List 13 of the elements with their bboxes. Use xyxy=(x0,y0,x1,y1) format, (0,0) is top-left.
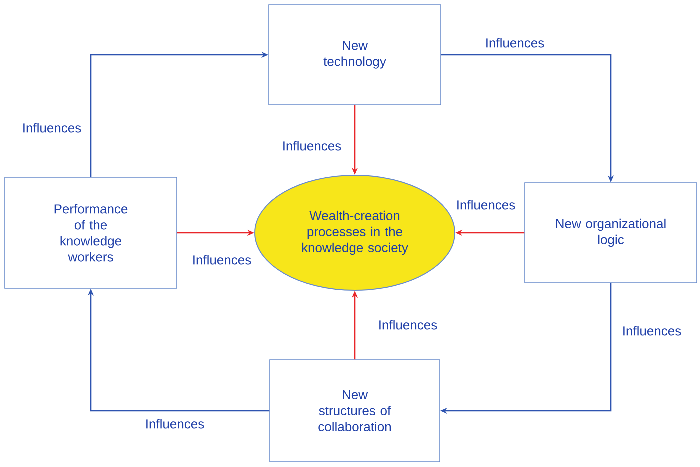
edge-label: Influences xyxy=(621,325,683,337)
process-box: New organizational logic xyxy=(524,182,698,284)
edge-label: Influences xyxy=(281,140,343,152)
edge-label: Influences xyxy=(21,122,83,134)
edge-label: Influences xyxy=(455,199,517,211)
edge-label: Influences xyxy=(484,37,546,49)
edge-label: Influences xyxy=(377,319,439,331)
edge-label: Influences xyxy=(144,418,206,430)
edge-label: Influences xyxy=(191,254,253,266)
ellipse-node: Wealth-creation processes in the knowledge society xyxy=(254,175,456,291)
process-box: Performance of the knowledge workers xyxy=(4,177,178,289)
process-box: New technology xyxy=(268,4,442,106)
process-box: New structures of collaboration xyxy=(270,360,440,462)
